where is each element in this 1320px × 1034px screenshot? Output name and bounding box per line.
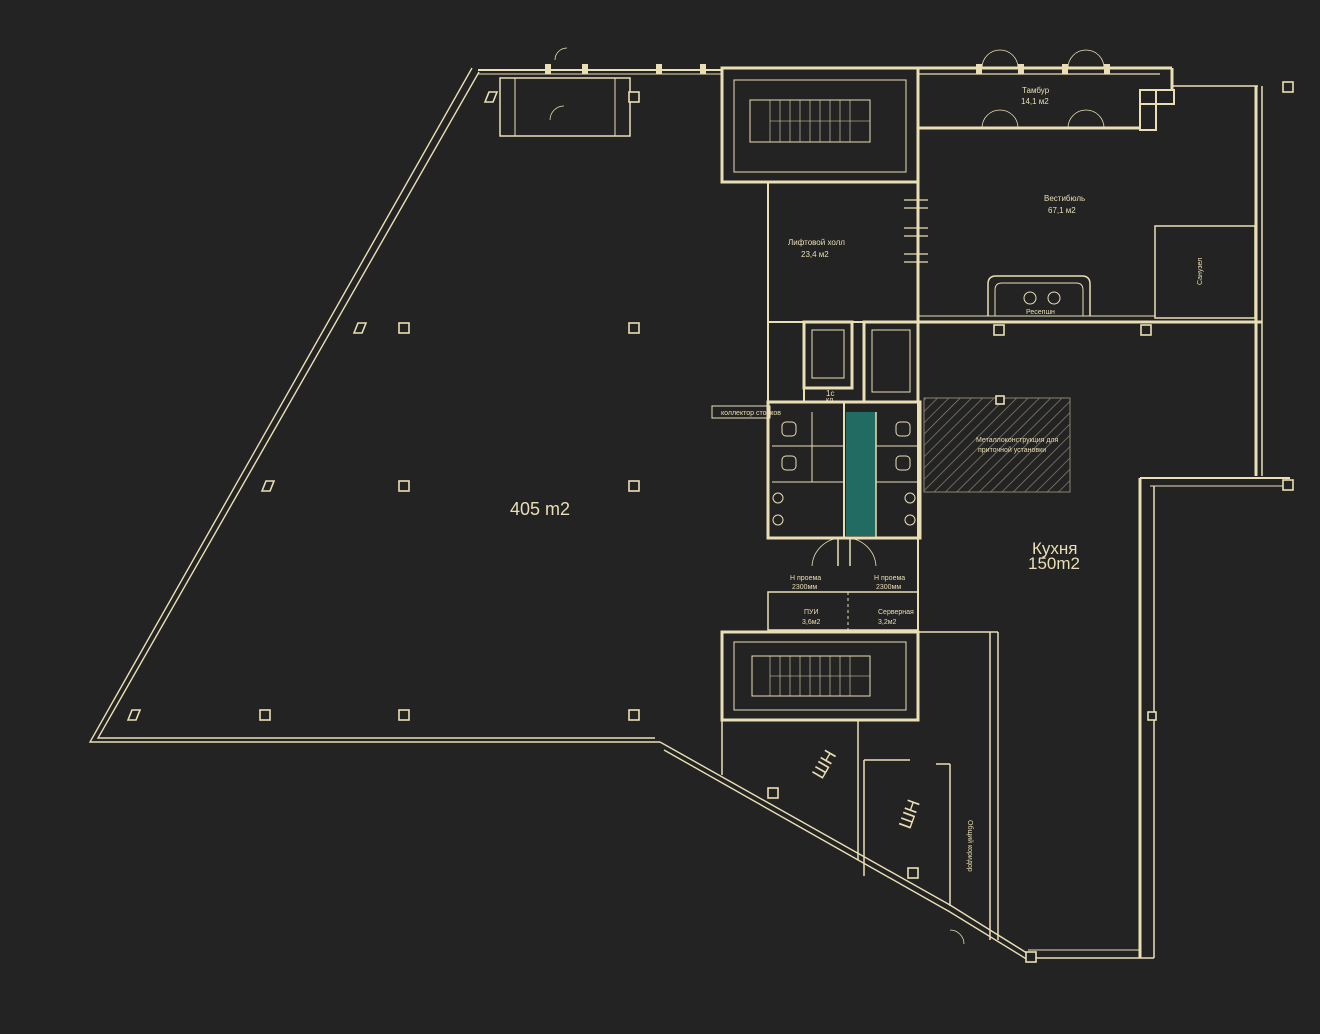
main-hall-outline [88,67,722,743]
server-name: Серверная [878,609,914,616]
wc-block [766,400,922,567]
collector-label: коллектор стояков [721,410,781,417]
lift-hall-area: 23,4 м2 [801,250,829,259]
lift-small-label-1: 1с [826,389,834,398]
metal-structure-label-2: приточной установки [978,446,1046,454]
opening-label-1: Н проема [790,575,821,582]
kitchen-name: Кухня [1032,539,1078,558]
opening-label-2b: 2300мм [876,584,901,591]
tambur-area: 14,1 м2 [1021,97,1049,106]
diagonal-wall [659,741,1031,961]
lift-small-label-2: кл [826,397,833,404]
shaft-label-2: ШН [895,797,924,832]
pui-area: 3,6м2 [802,619,821,626]
upper-right-block [916,49,1263,476]
server-area: 3,2м2 [878,619,897,626]
pui-name: ПУИ [804,609,819,616]
opening-label-1b: 2300мм [792,584,817,591]
lift-hall [767,182,928,323]
vestibule-name: Вестибюль [1044,194,1085,203]
metal-structure [923,397,1071,493]
vestibule-area: 67,1 м2 [1048,206,1076,215]
reception-label: Ресепшн [1026,309,1055,316]
bottom-stair [720,630,920,722]
kitchen-walls [917,322,1290,959]
tambur-name: Тамбур [1022,86,1050,95]
lift-hall-name: Лифтовой холл [788,238,845,247]
opening-label-2: Н проема [874,575,905,582]
shaft-label-1: ШН [808,746,840,782]
shaft-rooms [721,720,965,945]
utility-rooms [767,591,919,631]
collector-tag [711,405,771,419]
top-left-entrance [499,47,706,137]
top-stair [720,66,920,184]
metal-structure-label: Металлоконструкция для [976,437,1059,444]
corridor-label: Общий коридор [966,820,974,872]
kitchen-area: 150m2 [1028,554,1080,573]
main-area-label: 405 m2 [510,499,570,519]
sanuzel-label: Санузел [1197,258,1204,285]
columns [126,81,1294,963]
lift-shafts [767,320,920,404]
